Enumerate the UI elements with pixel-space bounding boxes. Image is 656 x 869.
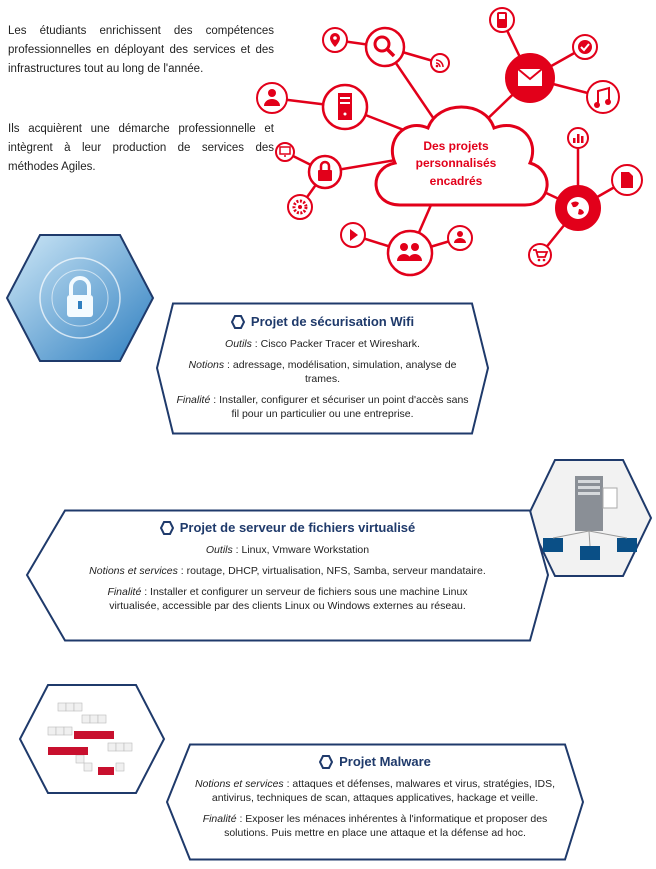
project-title: Projet de sécurisation Wifi	[175, 315, 470, 329]
check-icon	[572, 34, 598, 60]
project-card-malware: Projet Malware Notions et services : att…	[165, 743, 585, 861]
globe-icon	[555, 185, 601, 231]
user-small-icon	[447, 225, 473, 251]
file-server-image	[525, 459, 653, 577]
cloud-line-3: encadrés	[430, 174, 483, 188]
users-icon	[386, 229, 434, 277]
search-icon	[364, 26, 406, 68]
server-icon	[321, 83, 369, 131]
intro-paragraph-1: Les étudiants enrichissent des compétenc…	[8, 25, 274, 75]
lock-icon	[307, 154, 343, 190]
user-icon	[256, 82, 288, 114]
project-detail: Finalité : Installer, configurer et sécu…	[176, 394, 469, 420]
wifi-security-image	[5, 234, 155, 362]
music-icon	[586, 80, 620, 114]
hexagon-icon	[319, 755, 334, 769]
cloud-shape	[374, 105, 549, 207]
settings-icon	[287, 194, 313, 220]
play-icon	[340, 222, 366, 248]
phone-icon	[489, 7, 515, 33]
cloud-line-2: personnalisés	[416, 156, 497, 170]
project-detail: Finalité : Exposer les ménaces inhérente…	[202, 813, 548, 839]
intro-paragraph-2: Ils acquièrent une démarche professionne…	[8, 123, 274, 173]
rss-icon	[430, 53, 450, 73]
document-icon	[611, 164, 643, 196]
cloud-line-1: Des projets	[423, 139, 489, 153]
project-detail: Finalité : Installer et configurer un se…	[107, 586, 468, 612]
location-icon	[322, 27, 348, 53]
chart-icon	[567, 127, 589, 149]
project-detail: Outils : Cisco Packer Tracer et Wireshar…	[225, 338, 420, 350]
mail-icon	[505, 53, 555, 103]
monitor-icon	[275, 142, 295, 162]
project-card-file-server: Projet de serveur de fichiers virtualisé…	[25, 509, 550, 642]
hexagon-icon	[230, 315, 245, 329]
malware-crossword-image	[18, 684, 166, 794]
project-detail: Notions : adressage, modélisation, simul…	[188, 359, 457, 385]
project-card-wifi: Projet de sécurisation Wifi Outils : Cis…	[155, 302, 490, 435]
hexagon-icon	[159, 521, 174, 535]
cart-icon	[528, 243, 552, 267]
project-title: Projet de serveur de fichiers virtualisé	[85, 521, 490, 535]
project-detail: Outils : Linux, Vmware Workstation	[205, 544, 370, 556]
project-detail: Notions et services : attaques et défens…	[194, 778, 556, 804]
network-diagram: Des projets personnalisés encadrés	[256, 7, 643, 277]
project-title: Projet Malware	[187, 755, 563, 769]
project-detail: Notions et services : routage, DHCP, vir…	[89, 565, 486, 577]
